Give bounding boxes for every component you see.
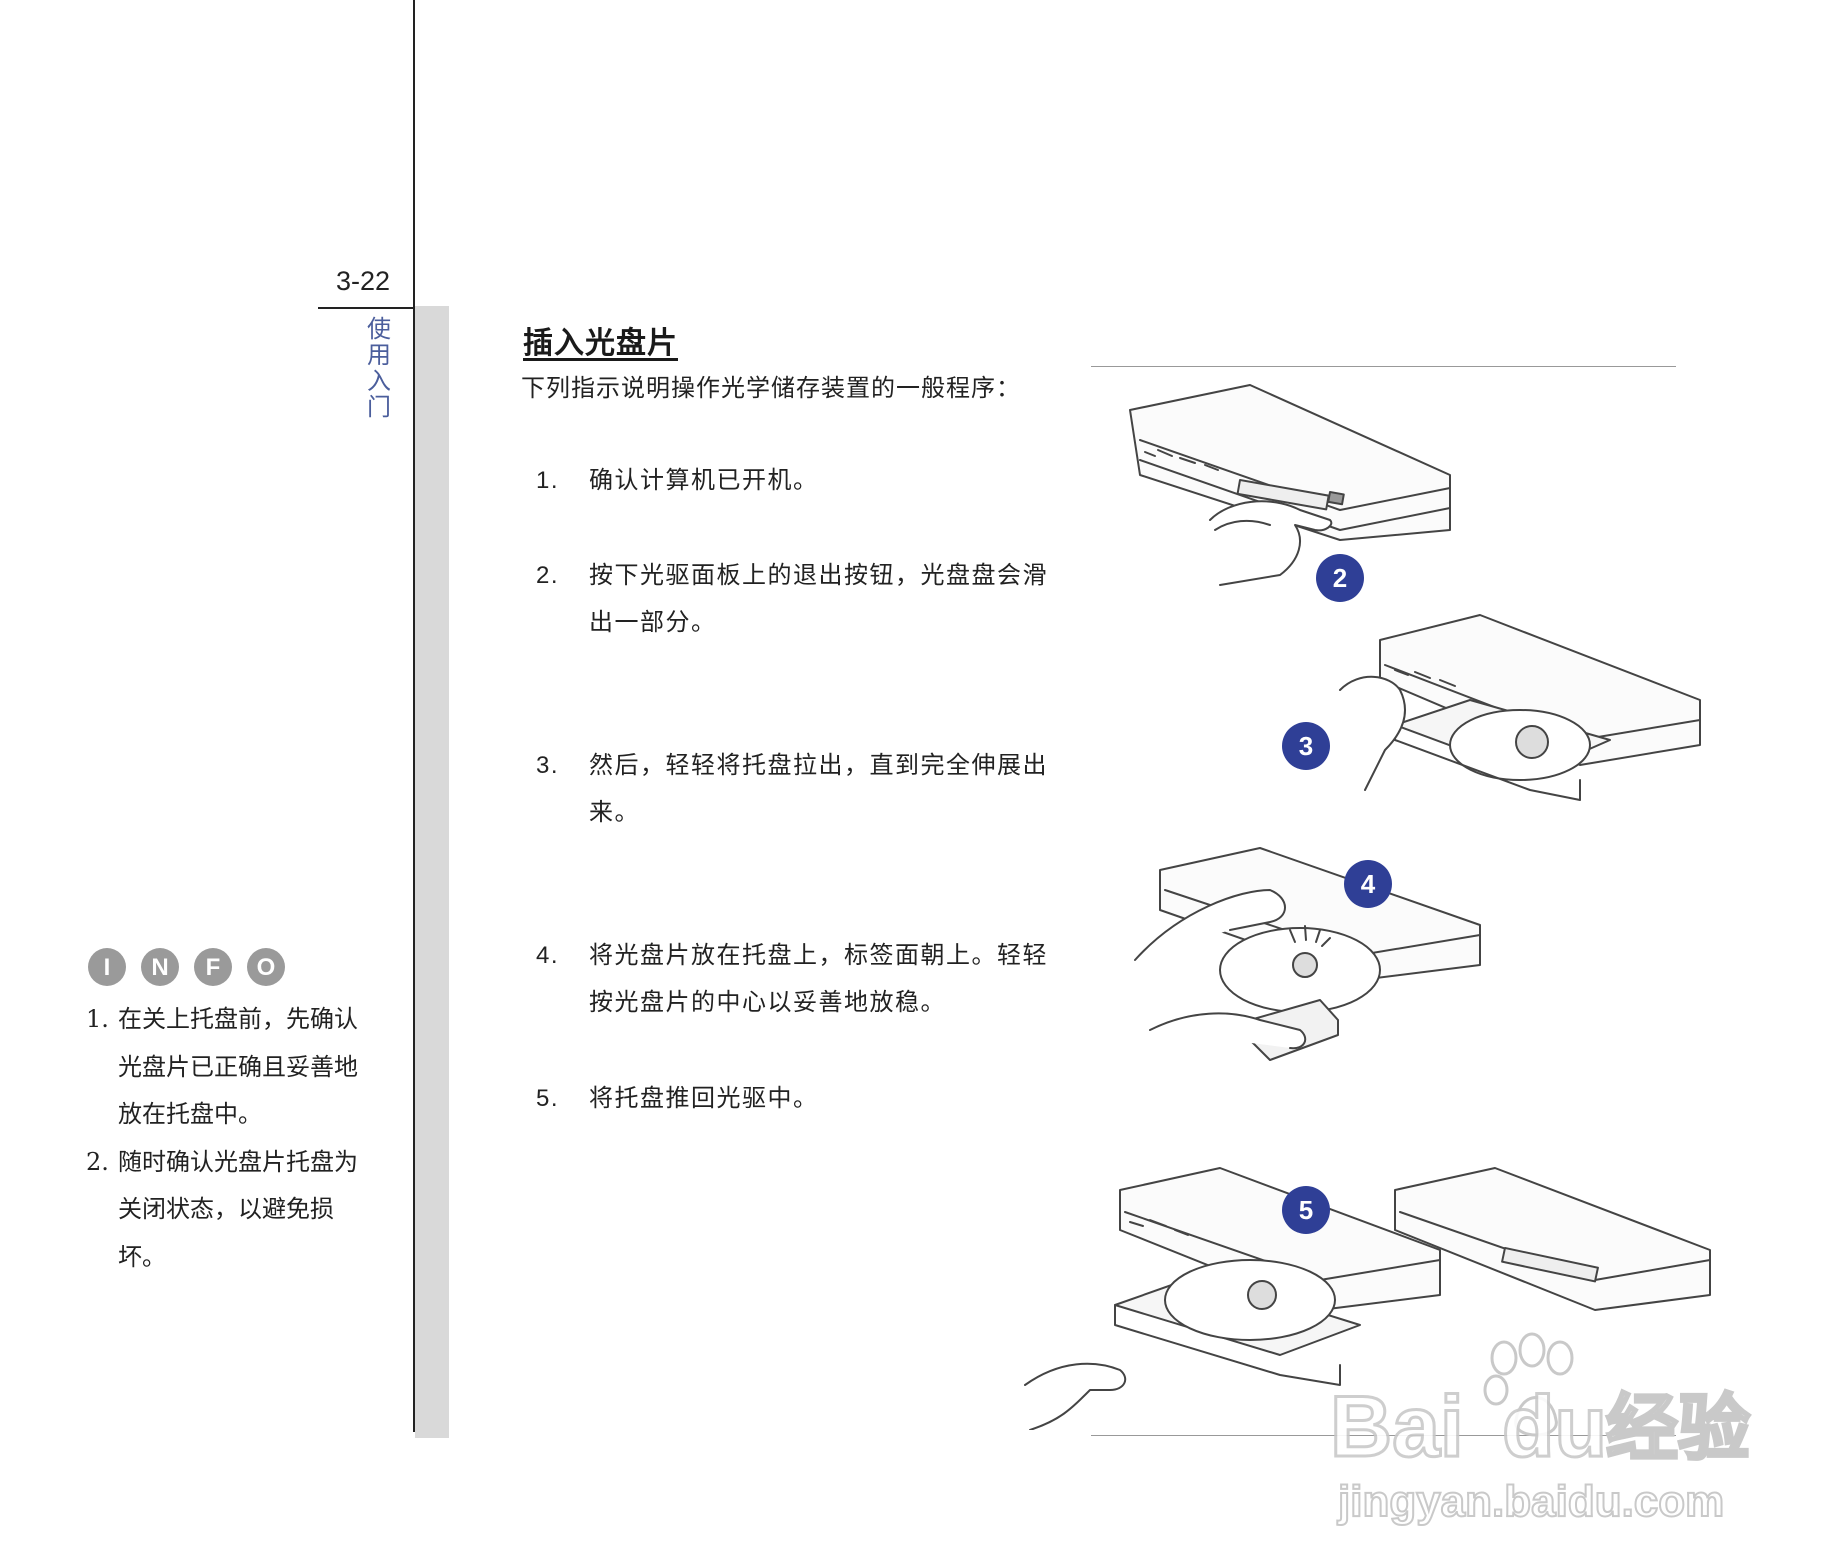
info-notes: 1. 在关上托盘前，先确认光盘片已正确且妥善地放在托盘中。 2. 随时确认光盘片… — [86, 996, 376, 1281]
step-number: 2. — [536, 562, 560, 589]
step-text: 按下光驱面板上的退出按钮，光盘盘会滑出一部分。 — [589, 561, 1048, 636]
figure-step-4: 4 — [1134, 847, 1481, 1061]
step-number: 5. — [536, 1085, 560, 1112]
page-number: 3-22 — [336, 266, 391, 296]
info-letter-circle: O — [247, 948, 285, 986]
step-number: 3. — [536, 752, 560, 779]
info-letter: F — [206, 954, 221, 981]
step-badge: 3 — [1282, 722, 1330, 770]
figure-top-rule — [1091, 366, 1676, 367]
step-badge: 5 — [1282, 1186, 1330, 1234]
section-title: 插入光盘片 — [523, 326, 678, 361]
info-note-text: 随时确认光盘片托盘为关闭状态，以避免损坏。 — [118, 1147, 358, 1271]
info-logo: I N F O — [88, 948, 285, 986]
info-letter-circle: N — [141, 948, 179, 986]
info-letter: O — [257, 954, 276, 981]
info-letter: N — [151, 954, 168, 981]
watermark-cn: 经验 — [1606, 1386, 1750, 1470]
info-note: 1. 在关上托盘前，先确认光盘片已正确且妥善地放在托盘中。 — [86, 996, 376, 1139]
figure-bottom-rule — [1091, 1435, 1676, 1436]
margin-band — [415, 306, 449, 1438]
info-note-number: 2. — [86, 1147, 109, 1176]
step-badge-label: 2 — [1333, 563, 1347, 593]
chapter-tab-char: 用 — [367, 341, 391, 369]
info-letter: I — [104, 954, 111, 981]
step-text: 然后，轻轻将托盘拉出，直到完全伸展出来。 — [589, 751, 1048, 826]
step-text: 确认计算机已开机。 — [589, 466, 819, 494]
step-badge-label: 4 — [1361, 869, 1376, 899]
watermark-url: jingyan.baidu.com — [1337, 1477, 1724, 1526]
step-number: 1. — [536, 467, 560, 494]
page-number-rule — [318, 307, 415, 309]
chapter-tab-char: 门 — [367, 393, 391, 421]
step-badge-label: 5 — [1299, 1195, 1313, 1225]
optical-drive-illustrations: 2 3 4 — [1024, 384, 1711, 1430]
step-badge: 2 — [1316, 554, 1364, 602]
step-badge-label: 3 — [1299, 731, 1313, 761]
step-text: 将托盘推回光驱中。 — [589, 1084, 819, 1112]
chapter-tab-char: 入 — [367, 367, 391, 395]
chapter-tab: 使 用 入 门 — [360, 316, 398, 420]
info-note-text: 在关上托盘前，先确认光盘片已正确且妥善地放在托盘中。 — [118, 1005, 358, 1128]
chapter-tab-char: 使 — [367, 315, 391, 343]
paw-logo — [1483, 1332, 1574, 1437]
watermark-brand: Bai — [1330, 1379, 1464, 1475]
margin-divider — [413, 0, 415, 1432]
baidu-jingyan-watermark: Bai du 经验 jingyan.baidu.com — [1329, 1332, 1752, 1527]
figure-step-5: 5 — [1024, 1167, 1711, 1430]
section-intro: 下列指示说明操作光学储存装置的一般程序： — [521, 374, 1021, 402]
step-badge: 4 — [1344, 860, 1392, 908]
step-text: 将光盘片放在托盘上，标签面朝上。轻轻按光盘片的中心以妥善地放稳。 — [589, 941, 1048, 1016]
figure-step-3: 3 — [1282, 614, 1701, 801]
info-letter-circle: F — [194, 948, 232, 986]
step-number: 4. — [536, 942, 560, 969]
figure-step-2: 2 — [1129, 384, 1451, 602]
watermark-brand-suffix: du — [1502, 1379, 1607, 1475]
info-note: 2. 随时确认光盘片托盘为关闭状态，以避免损坏。 — [86, 1139, 376, 1282]
info-letter-circle: I — [88, 948, 126, 986]
info-note-number: 1. — [86, 1005, 109, 1033]
